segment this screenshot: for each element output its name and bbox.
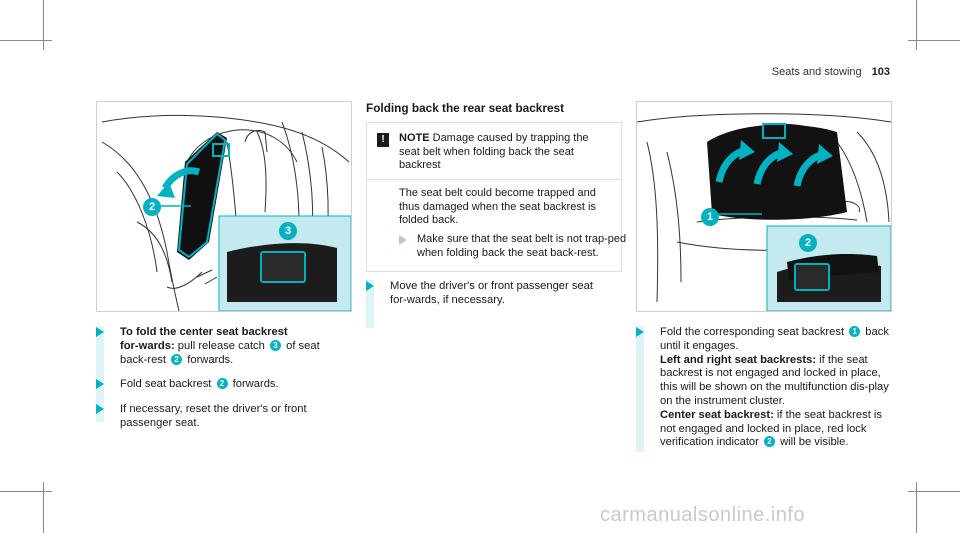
left-instructions: To fold the center seat backrest for‑war… bbox=[96, 326, 336, 429]
page-number: 103 bbox=[871, 66, 890, 78]
left-right-backrest-info: Left and right seat backrests: if the se… bbox=[660, 353, 889, 407]
note-box: ! NOTE Damage caused by trapping the sea… bbox=[366, 122, 626, 272]
callout-2-inline: 2 bbox=[171, 353, 183, 365]
step-reset-seat: If necessary, reset the driver's or fron… bbox=[96, 403, 336, 431]
callout-2: 2 bbox=[799, 234, 817, 252]
watermark: carmanualsonline.info bbox=[600, 504, 806, 526]
step-arrow-icon bbox=[96, 379, 104, 390]
instruction-bar bbox=[96, 326, 104, 422]
note-instruction: Make sure that the seat belt is not trap… bbox=[399, 233, 631, 260]
middle-instructions: Move the driver's or front passenger sea… bbox=[366, 280, 620, 328]
step-arrow-icon bbox=[636, 327, 644, 337]
callout-2: 2 bbox=[143, 198, 161, 216]
step-arrow-icon bbox=[96, 404, 104, 415]
step-fold-center-backrest: To fold the center seat backrest for‑war… bbox=[96, 326, 336, 367]
crop-mark bbox=[916, 0, 917, 50]
rear-backrest-figure: 1 2 bbox=[636, 101, 892, 312]
step-arrow-icon bbox=[399, 235, 407, 245]
crop-mark bbox=[43, 482, 44, 533]
center-backrest-figure: 2 3 bbox=[96, 101, 352, 312]
step-fold-seat-backrest: Fold seat backrest 2 forwards. bbox=[96, 378, 336, 392]
page-header: Seats and stowing 103 bbox=[772, 66, 890, 78]
instruction-bar bbox=[636, 326, 644, 452]
note-heading: NOTE Damage caused by trapping the seat … bbox=[399, 132, 589, 171]
right-instructions: Fold the corresponding seat backrest 1 b… bbox=[636, 326, 894, 452]
step-fold-back-backrest: Fold the corresponding seat backrest 1 b… bbox=[636, 326, 894, 354]
section-title: Seats and stowing bbox=[771, 66, 862, 78]
callout-1-inline: 1 bbox=[849, 326, 861, 337]
note-header: ! NOTE Damage caused by trapping the sea… bbox=[367, 123, 621, 180]
callout-1: 1 bbox=[701, 208, 719, 226]
crop-mark bbox=[908, 40, 960, 41]
section-heading: Folding back the rear seat backrest bbox=[366, 101, 565, 115]
step-arrow-icon bbox=[96, 327, 104, 337]
callout-2-inline: 2 bbox=[763, 436, 775, 448]
step-move-seat: Move the driver's or front passenger sea… bbox=[366, 280, 620, 308]
center-backrest-info: Center seat backrest: if the seat backre… bbox=[660, 408, 882, 449]
note-body: The seat belt could become trapped and t… bbox=[399, 187, 596, 226]
instruction-bar bbox=[366, 280, 374, 328]
warning-icon: ! bbox=[377, 133, 389, 147]
crop-mark bbox=[43, 0, 44, 50]
crop-mark bbox=[0, 40, 52, 41]
callout-3: 3 bbox=[279, 222, 297, 240]
callout-3-inline: 3 bbox=[269, 339, 281, 351]
callout-2-inline: 2 bbox=[216, 378, 228, 390]
crop-mark bbox=[908, 491, 960, 492]
crop-mark bbox=[0, 491, 52, 492]
crop-mark bbox=[916, 482, 917, 533]
step-arrow-icon bbox=[366, 281, 374, 291]
